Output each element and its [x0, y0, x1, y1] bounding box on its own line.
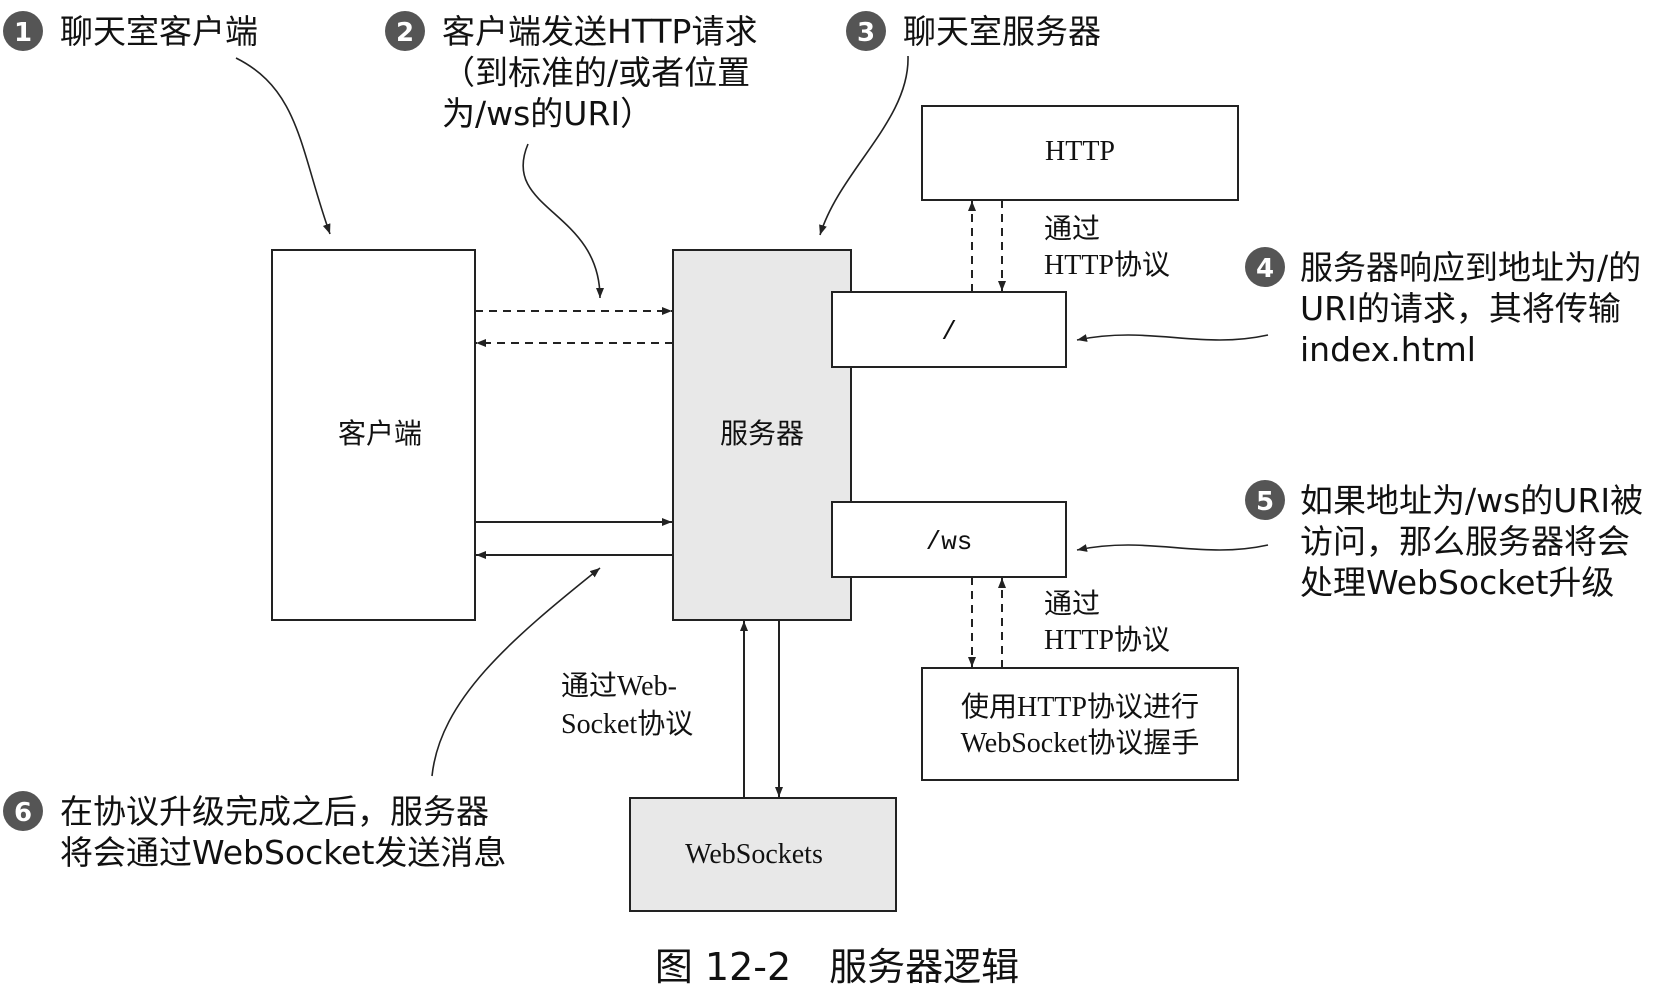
- callout-4-leader: [1076, 334, 1269, 342]
- callout-leaders: [235, 55, 1269, 777]
- http-box: HTTP: [921, 105, 1239, 201]
- callout-5-leader: [1076, 544, 1269, 552]
- callout-4-text-line-3: index.html: [1300, 330, 1476, 369]
- client-box: 客户端: [271, 249, 476, 621]
- via-websocket-line-1: 通过Web-: [561, 670, 677, 702]
- callout-5-text-line-3: 处理WebSocket升级: [1300, 563, 1614, 602]
- websockets-box-label: WebSockets: [685, 839, 823, 870]
- callout-5-number: 5: [1256, 487, 1274, 517]
- via-websocket-label: 通过Web- Socket协议: [561, 670, 693, 740]
- handshake-label-line-2: WebSocket协议握手: [961, 727, 1200, 759]
- callout-1: 1 聊天室客户端: [3, 11, 258, 51]
- callout-4-number: 4: [1256, 254, 1274, 284]
- callout-2-text-line-1: 客户端发送HTTP请求: [442, 12, 757, 51]
- ws-handshake-arrows: [968, 577, 1006, 668]
- via-websocket-line-2: Socket协议: [561, 708, 693, 740]
- callout-2-number: 2: [396, 18, 414, 48]
- callout-3: 3 聊天室服务器: [846, 11, 1101, 51]
- callout-3-number: 3: [857, 18, 875, 48]
- callout-6-badge: [3, 791, 43, 831]
- ws-path-label: /ws: [926, 527, 973, 557]
- callout-5-text-line-1: 如果地址为/ws的URI被: [1300, 481, 1643, 520]
- callout-2-text-line-2: （到标准的/或者位置: [442, 53, 750, 92]
- websockets-box: WebSockets: [629, 797, 897, 912]
- callout-6-number: 6: [14, 798, 32, 828]
- callout-4-text-line-2: URI的请求，其将传输: [1300, 289, 1621, 328]
- callout-3-text: 聊天室服务器: [903, 12, 1101, 51]
- callout-6-text-line-1: 在协议升级完成之后，服务器: [60, 792, 489, 831]
- callout-6-leader: [431, 567, 601, 777]
- callout-5-badge: [1245, 480, 1285, 520]
- callout-1-text: 聊天室客户端: [60, 12, 258, 51]
- server-box: 服务器: [672, 249, 852, 621]
- via-http-bottom-label: 通过 HTTP协议: [1044, 588, 1170, 656]
- callout-4-badge: [1245, 247, 1285, 287]
- callout-2: 2 客户端发送HTTP请求 （到标准的/或者位置 为/ws的URI）: [385, 11, 757, 133]
- callout-6: 6 在协议升级完成之后，服务器 将会通过WebSocket发送消息: [3, 791, 506, 872]
- callout-1-number: 1: [14, 18, 32, 48]
- root-path-box: /: [831, 291, 1067, 368]
- via-http-top-line-2: HTTP协议: [1044, 249, 1170, 281]
- http-root-arrows: [968, 200, 1006, 292]
- callout-3-badge: [846, 11, 886, 51]
- ws-path-box: /ws: [831, 501, 1067, 578]
- callout-5: 5 如果地址为/ws的URI被 访问，那么服务器将会 处理WebSocket升级: [1245, 480, 1643, 602]
- callout-6-text-line-2: 将会通过WebSocket发送消息: [60, 833, 506, 872]
- via-http-top-line-1: 通过: [1044, 213, 1100, 245]
- callout-3-leader: [819, 55, 909, 236]
- root-path-label: /: [941, 317, 957, 347]
- server-box-label: 服务器: [720, 417, 804, 450]
- callout-1-leader: [235, 57, 331, 235]
- callout-5-text-line-2: 访问，那么服务器将会: [1300, 522, 1630, 561]
- client-box-label: 客户端: [338, 417, 422, 450]
- handshake-box: 使用HTTP协议进行 WebSocket协议握手: [921, 667, 1239, 781]
- callout-2-leader: [522, 143, 604, 299]
- via-http-bottom-line-2: HTTP协议: [1044, 624, 1170, 656]
- figure-caption: 图 12-2 服务器逻辑: [655, 945, 1019, 989]
- http-box-label: HTTP: [1045, 136, 1115, 167]
- via-http-bottom-line-1: 通过: [1044, 588, 1100, 620]
- client-server-ws-arrows: [475, 518, 673, 559]
- via-http-top-label: 通过 HTTP协议: [1044, 213, 1170, 281]
- callout-2-text-line-3: 为/ws的URI）: [442, 94, 653, 133]
- callout-4-text-line-1: 服务器响应到地址为/的: [1300, 248, 1641, 287]
- callout-2-badge: [385, 11, 425, 51]
- callout-4: 4 服务器响应到地址为/的 URI的请求，其将传输 index.html: [1245, 247, 1641, 369]
- server-websockets-arrows: [740, 620, 783, 798]
- handshake-label-line-1: 使用HTTP协议进行: [961, 691, 1199, 723]
- client-server-http-arrows: [475, 307, 673, 347]
- callout-1-badge: [3, 11, 43, 51]
